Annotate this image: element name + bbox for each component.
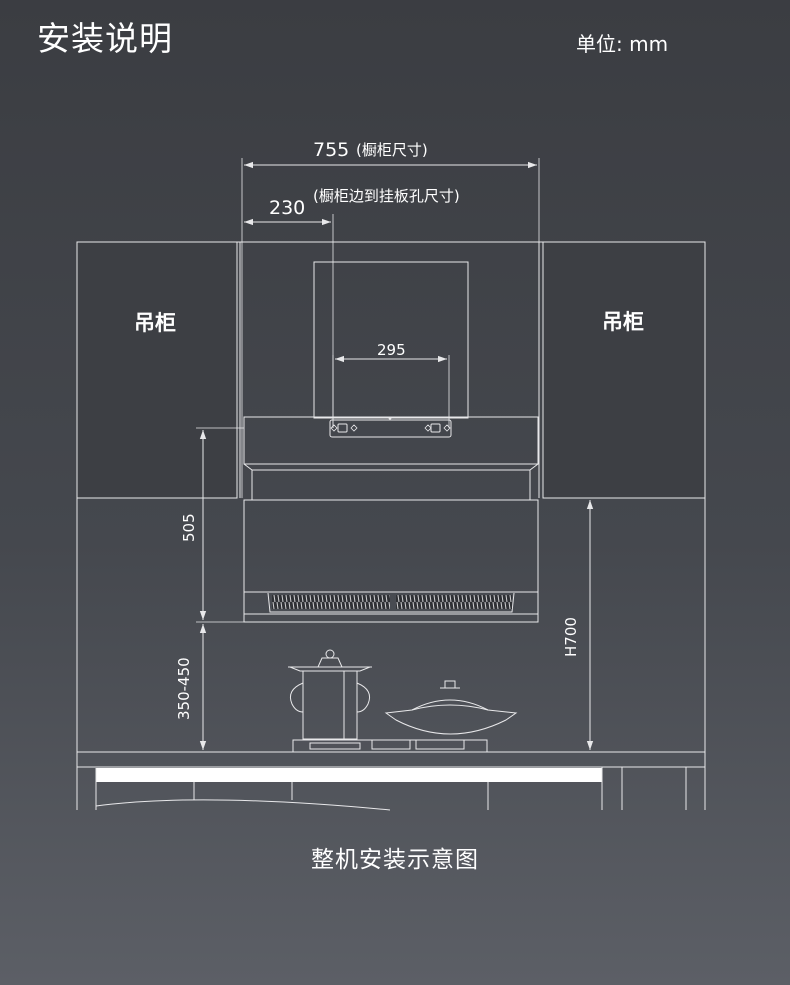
dim-230-label: 230	[269, 197, 305, 219]
hood-top-box	[243, 416, 539, 465]
unit-label: 单位: mm	[576, 32, 669, 56]
hood-body	[243, 499, 539, 623]
dim-295-label: 295	[377, 341, 406, 359]
stock-pot	[288, 649, 372, 740]
dim-755-note: (橱柜尺寸)	[356, 141, 428, 159]
dim-505-label: 505	[180, 513, 198, 542]
diagram-caption: 整机安装示意图	[311, 847, 479, 873]
hood-grille-right	[396, 595, 512, 609]
right-cabinet	[542, 241, 706, 499]
wok	[384, 680, 518, 735]
page-title: 安装说明	[37, 19, 173, 58]
hood-grille-left	[272, 595, 390, 609]
dim-350-450-label: 350-450	[175, 657, 193, 720]
left-cabinet	[76, 241, 238, 499]
countertop-edge	[96, 768, 602, 782]
dim-h700-label: H700	[562, 617, 580, 657]
dim-755-label: 755	[313, 139, 349, 161]
right-cabinet-label: 吊柜	[602, 310, 644, 334]
dim-230-note: (橱柜边到挂板孔尺寸)	[313, 187, 460, 205]
stove-base	[292, 739, 488, 753]
left-cabinet-label: 吊柜	[134, 311, 176, 335]
hood-back-panel	[313, 261, 469, 419]
